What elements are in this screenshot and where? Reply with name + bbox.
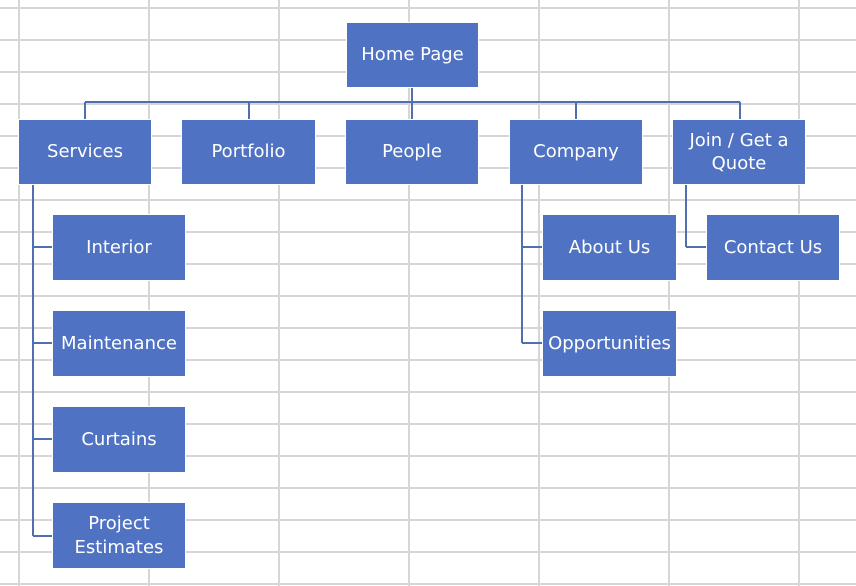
node-company: Company xyxy=(509,119,643,185)
node-home-page: Home Page xyxy=(346,22,479,88)
node-services: Services xyxy=(18,119,152,185)
node-curtains: Curtains xyxy=(52,406,186,473)
node-interior: Interior xyxy=(52,214,186,281)
node-contact-us: Contact Us xyxy=(706,214,840,281)
node-opportunities: Opportunities xyxy=(542,310,677,377)
node-join-get-a-quote: Join / Get a Quote xyxy=(672,119,806,185)
node-maintenance: Maintenance xyxy=(52,310,186,377)
node-project-estimates: Project Estimates xyxy=(52,502,186,569)
node-people: People xyxy=(345,119,479,185)
node-about-us: About Us xyxy=(542,214,677,281)
node-portfolio: Portfolio xyxy=(181,119,316,185)
